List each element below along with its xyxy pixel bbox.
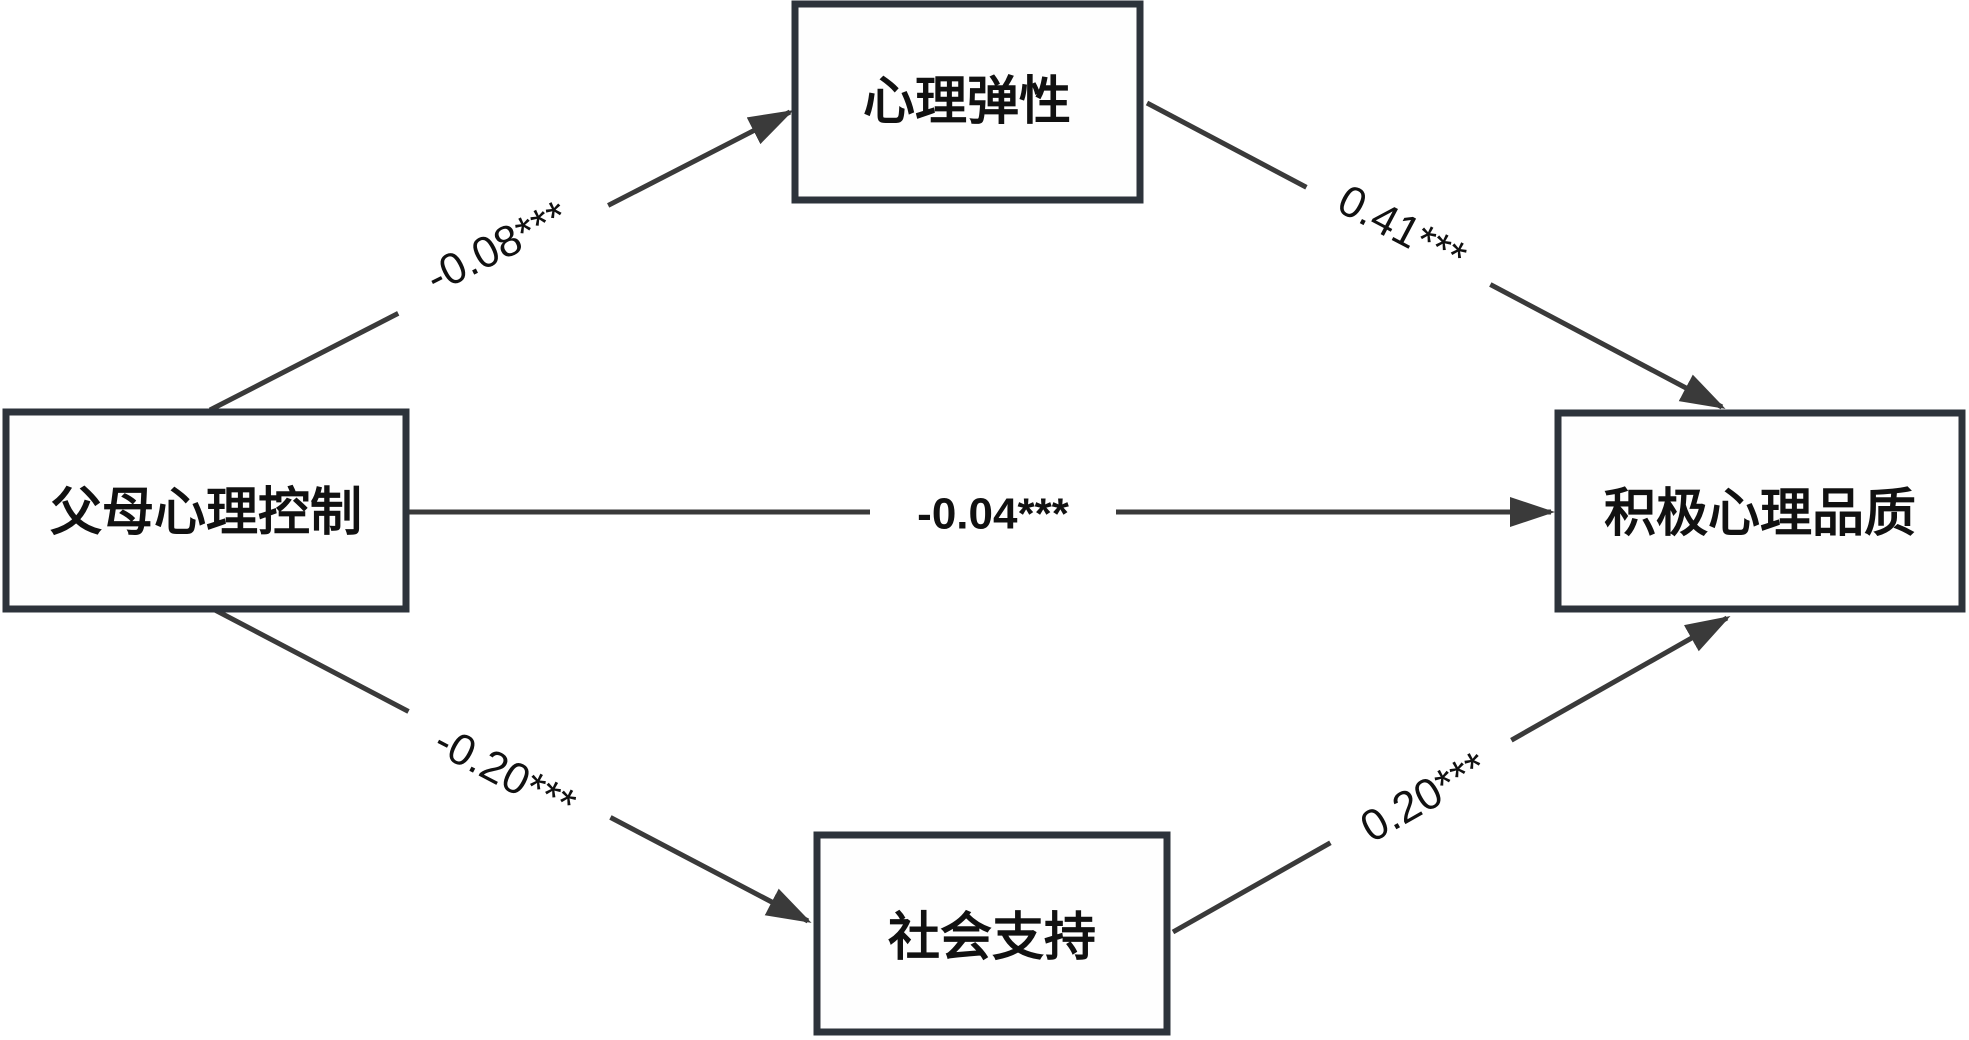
edge-label-group-resilience-to-positive: 0.41*** xyxy=(1291,145,1513,313)
node-label-psychological-resilience: 心理弹性 xyxy=(863,73,1071,131)
label-mask xyxy=(1313,710,1535,884)
node-social-support: 社会支持 xyxy=(813,831,1171,1036)
edge-label-group-social-to-positive: 0.20*** xyxy=(1313,710,1535,884)
node-parental-psychological-control: 父母心理控制 xyxy=(2,408,410,613)
edge-label-group-parental-to-positive: -0.04*** xyxy=(870,478,1116,550)
node-label-social-support: 社会支持 xyxy=(888,909,1096,967)
label-mask xyxy=(373,158,621,336)
label-mask xyxy=(385,684,625,862)
edge-label-parental-to-positive: -0.04*** xyxy=(917,490,1070,539)
label-mask xyxy=(1291,145,1513,313)
node-box-psychological-resilience xyxy=(791,0,1144,204)
node-psychological-resilience: 心理弹性 xyxy=(791,0,1144,204)
node-label-positive-psychological-quality: 积极心理品质 xyxy=(1604,485,1916,543)
node-label-parental-psychological-control: 父母心理控制 xyxy=(50,484,362,542)
node-box-social-support xyxy=(813,831,1171,1036)
node-positive-psychological-quality: 积极心理品质 xyxy=(1554,409,1966,613)
edge-label-group-parental-to-resilience: -0.08*** xyxy=(373,158,621,336)
edge-label-group-parental-to-social: -0.20*** xyxy=(385,684,625,862)
label-mask xyxy=(870,478,1116,550)
node-box-positive-psychological-quality xyxy=(1554,409,1966,613)
node-box-parental-psychological-control xyxy=(2,408,410,613)
